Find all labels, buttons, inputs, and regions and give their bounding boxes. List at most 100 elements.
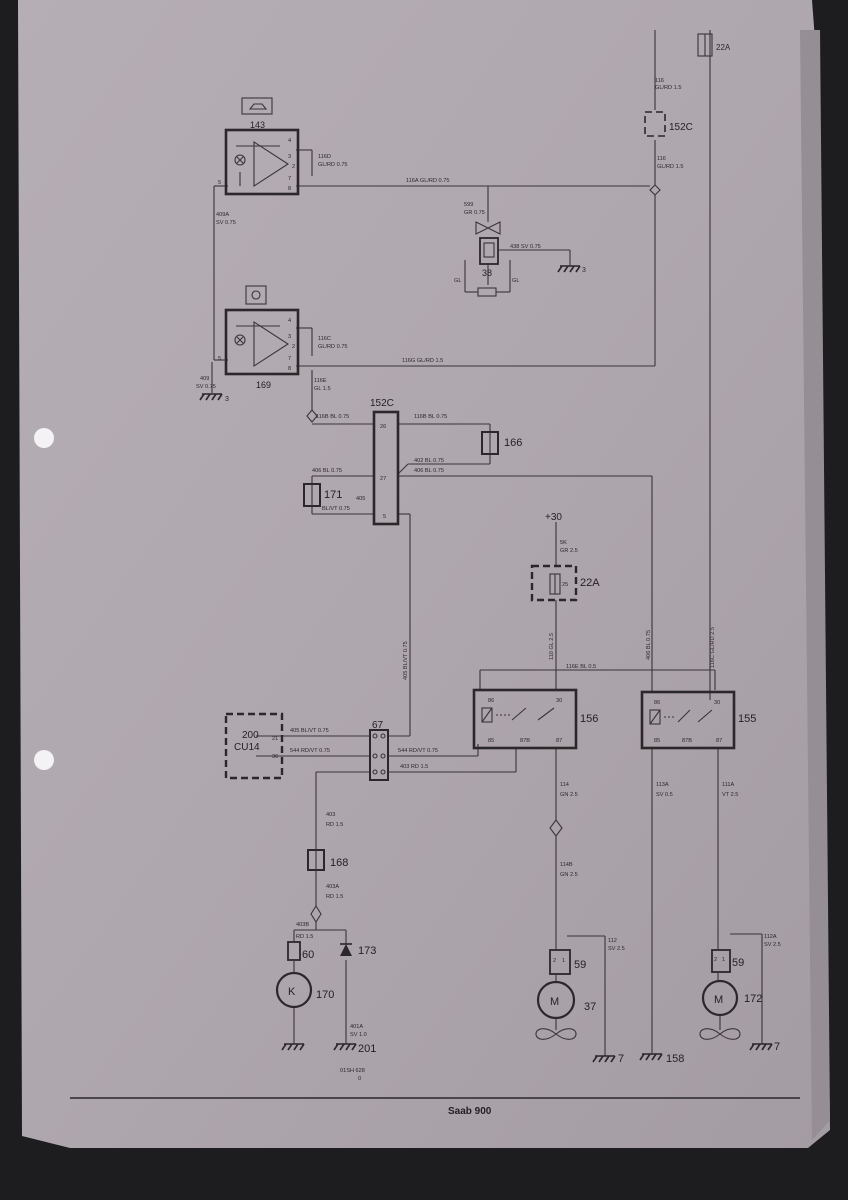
fan-icon — [535, 1028, 577, 1040]
svg-text:36: 36 — [272, 754, 278, 760]
connector-67-label: 67 — [372, 720, 384, 731]
relay-169-label: 169 — [256, 380, 271, 390]
diode-173-label: 173 — [358, 945, 376, 957]
wire-116-mid-label: 116 — [657, 156, 666, 162]
svg-text:86: 86 — [488, 698, 494, 704]
ground-7-right: 7 — [749, 1041, 780, 1053]
connector-59-right: 2 1 59 — [711, 949, 744, 973]
svg-text:30: 30 — [714, 700, 720, 706]
svg-text:25: 25 — [562, 582, 568, 588]
wire-116b-right: 116B BL 0.75 — [414, 414, 447, 420]
wire-409a-color: SV 0.75 — [216, 220, 236, 226]
relay-156: 86 30 85 87B 87 156 — [472, 688, 598, 750]
valve-38: 38 — [475, 221, 501, 297]
ground-3-top: 3 — [557, 265, 586, 274]
wire-116a-label: 116A GL/RD 0.75 — [406, 178, 449, 184]
fan-motor-172: M 172 — [699, 979, 762, 1040]
ground-201: 201 — [333, 1043, 376, 1055]
wire-403-color: RD 1.5 — [326, 822, 343, 828]
svg-text:5: 5 — [218, 356, 221, 362]
svg-text:3: 3 — [582, 267, 586, 274]
ground-7-right-label: 7 — [774, 1041, 780, 1053]
wire-544-right: 544 RD/VT 0.75 — [398, 748, 438, 754]
ground-158-label: 158 — [666, 1053, 684, 1065]
relay-143: 143 4 3 2 7 8 5 — [218, 97, 300, 196]
wire-116-top-color: GL/RD 1.5 — [655, 85, 681, 91]
wire-114b-color: GN 2.5 — [560, 872, 578, 878]
binder-hole — [34, 428, 54, 448]
wire-110-vertical: 110 GL 2.5 — [549, 633, 555, 660]
ground-left — [281, 1043, 305, 1051]
connector-59-right-label: 59 — [732, 957, 744, 969]
code-line-1: 01SH 628 — [340, 1068, 365, 1074]
wire-544-left: 544 RD/VT 0.75 — [290, 748, 330, 754]
wire-403b-color: RD 1.5 — [296, 934, 313, 940]
splice-diamond — [310, 904, 322, 924]
connector-152c-top: 152C — [644, 111, 693, 137]
wire-403-horizontal: 403 RD 1.5 — [400, 764, 428, 770]
splice-diamond — [549, 819, 563, 837]
wire-406-vertical: 406 BL 0.75 — [646, 630, 652, 660]
relay-143-label: 143 — [250, 120, 265, 130]
ground-201-label: 201 — [358, 1043, 376, 1055]
svg-text:7: 7 — [288, 356, 291, 362]
svg-text:4: 4 — [288, 138, 291, 144]
svg-text:85: 85 — [654, 738, 660, 744]
svg-text:4: 4 — [288, 318, 291, 324]
fan-motor-37: M 37 — [535, 980, 596, 1040]
wire-gl-left: GL — [454, 278, 461, 284]
wire-116e-horizontal: 116E BL 0.5 — [566, 664, 596, 670]
svg-text:2: 2 — [292, 164, 295, 170]
wire-5k-color: GR 2.5 — [560, 548, 578, 554]
fan-motor-172-label: 172 — [744, 993, 762, 1005]
svg-text:26: 26 — [380, 424, 386, 430]
wire-116-top-label: 116 — [655, 78, 664, 84]
fan-motor-37-label: 37 — [584, 1001, 596, 1013]
wire-116c-label: 116C — [318, 336, 331, 342]
clutch-symbol: K — [288, 986, 296, 998]
supply-label: +30 — [545, 512, 562, 523]
svg-text:7: 7 — [288, 176, 291, 182]
wire-402-label: 402 BL 0.75 — [414, 458, 444, 464]
ground-7-middle: 7 — [592, 1053, 624, 1065]
wire-401a-color: SV 1.0 — [350, 1032, 367, 1038]
ground-3-left: 3 — [199, 393, 229, 403]
svg-text:2: 2 — [292, 344, 295, 350]
connector-60-label: 60 — [302, 949, 314, 961]
binder-hole — [34, 750, 54, 770]
valve-38-label: 38 — [482, 268, 492, 278]
wire-116b-left: 116B BL 0.75 — [316, 414, 349, 420]
wire-409a-label: 409A — [216, 212, 229, 218]
wire-114-label: 114 — [560, 782, 569, 788]
control-unit-200: 200 CU14 21 36 — [224, 712, 284, 780]
component-171: 171 — [303, 483, 342, 507]
wire-112-color: SV 2.5 — [608, 946, 625, 952]
control-unit-200-name: CU14 — [234, 742, 260, 753]
svg-text:3: 3 — [225, 396, 229, 403]
wire-116e-label: 116E — [314, 378, 327, 384]
ground-7-label: 7 — [618, 1053, 624, 1065]
motor-symbol: M — [550, 996, 559, 1008]
wire-112-label: 112 — [608, 938, 617, 944]
svg-text:87B: 87B — [520, 738, 530, 744]
wire-116-mid-color: GL/RD 1.5 — [657, 164, 683, 170]
code-line-2: 0 — [358, 1076, 361, 1082]
wire-405-vertical: 405 BL/VT 0.75 — [403, 641, 409, 680]
wire-112a-color: SV 2.5 — [764, 942, 781, 948]
relay-155: 86 30 85 87B 87 155 — [640, 690, 756, 750]
connector-152c-label: 152C — [370, 398, 394, 409]
svg-text:3: 3 — [288, 334, 291, 340]
wire-112a-label: 112A — [764, 934, 777, 940]
paper-sheet — [18, 0, 830, 1148]
control-unit-200-number: 200 — [242, 730, 259, 741]
wire-111a-color: VT 2.5 — [722, 792, 738, 798]
component-171-label: 171 — [324, 489, 342, 501]
wires — [211, 30, 763, 1056]
wire-405-color: BL/VT 0.75 — [322, 506, 350, 512]
wire-403a-color: RD 1.5 — [326, 894, 343, 900]
svg-text:1: 1 — [722, 957, 725, 963]
wire-5k-label: 5K — [560, 540, 567, 546]
svg-text:87: 87 — [556, 738, 562, 744]
